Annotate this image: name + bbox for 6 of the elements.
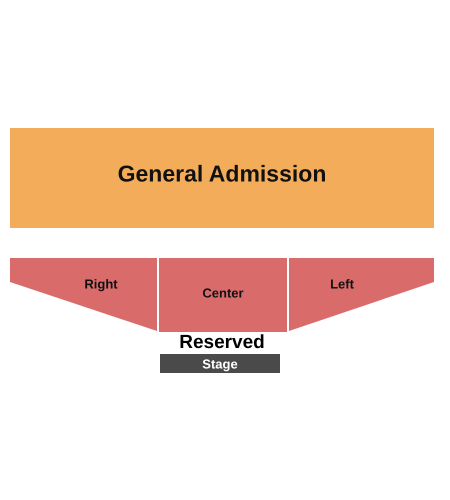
area-label: Reserved (179, 332, 265, 354)
section-label: Stage (202, 356, 238, 371)
section-label: Right (84, 276, 118, 292)
section-label: General Admission (118, 160, 326, 188)
section-label: Center (202, 286, 244, 300)
section-label: Left (330, 276, 354, 292)
